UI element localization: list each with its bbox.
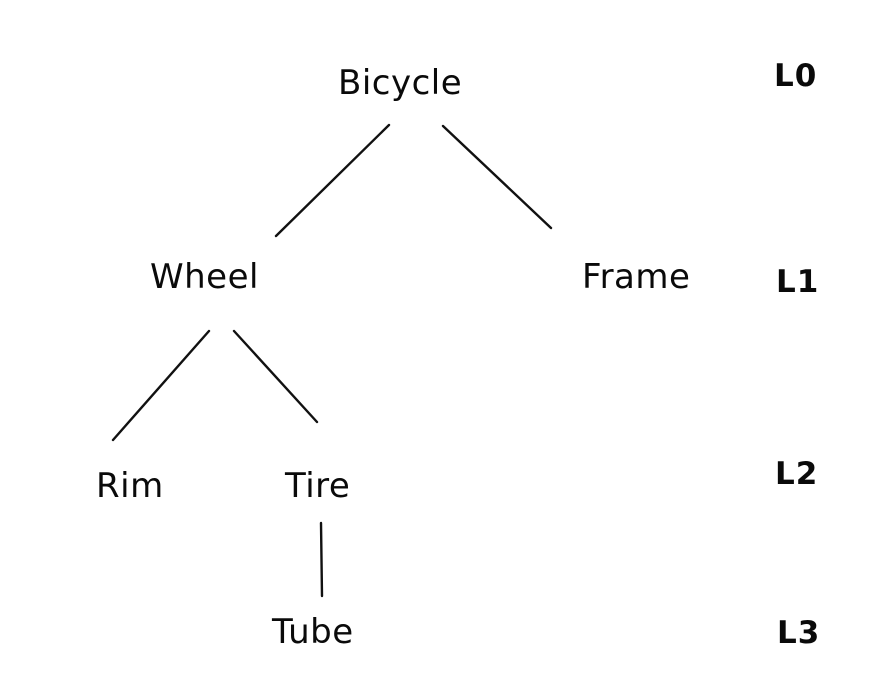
level-label-l3: L3 xyxy=(777,615,821,651)
node-bicycle[interactable]: Bicycle xyxy=(338,63,463,103)
level-label-l0: L0 xyxy=(774,58,818,94)
edge-tire-tube xyxy=(319,521,324,598)
edge-wheel-rim xyxy=(111,329,211,442)
node-tire[interactable]: Tire xyxy=(285,466,351,506)
edge-bicycle-frame xyxy=(441,124,553,230)
edge-wheel-tire xyxy=(232,329,319,424)
edge-bicycle-wheel xyxy=(274,123,391,238)
level-label-l2: L2 xyxy=(775,456,819,492)
node-wheel[interactable]: Wheel xyxy=(150,257,259,297)
node-rim[interactable]: Rim xyxy=(96,466,164,506)
node-tube[interactable]: Tube xyxy=(272,612,354,652)
level-label-l1: L1 xyxy=(776,264,820,300)
node-frame[interactable]: Frame xyxy=(582,257,691,297)
